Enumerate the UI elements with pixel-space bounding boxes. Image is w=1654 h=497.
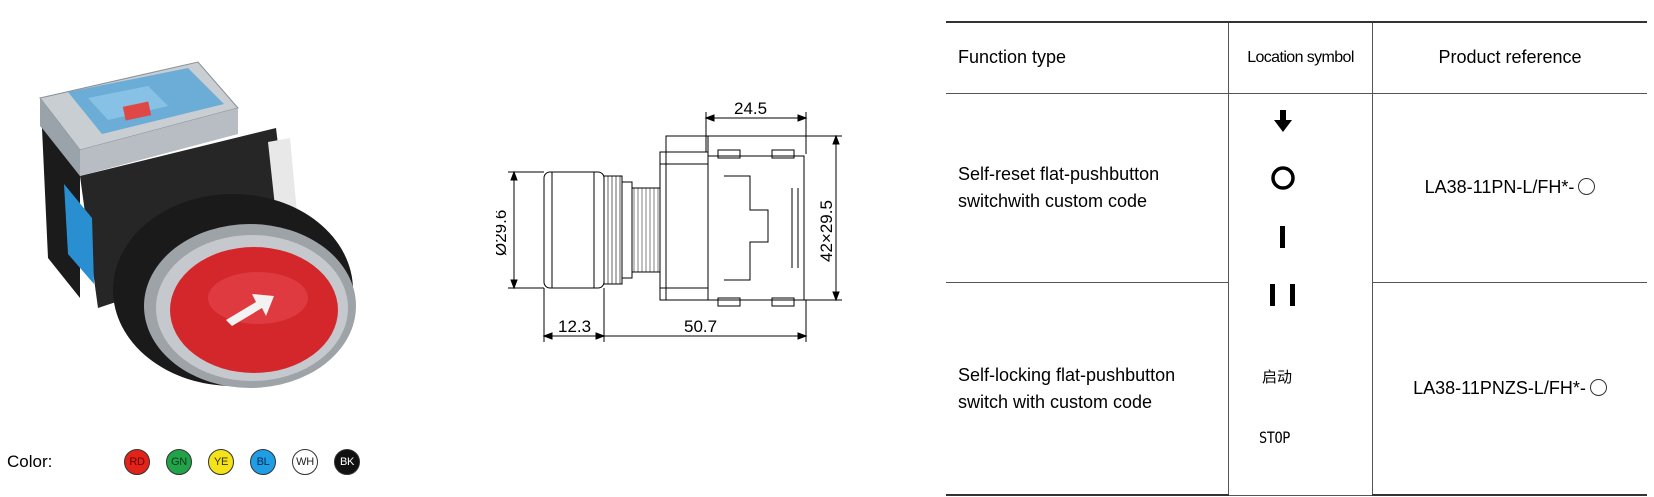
product-reference: LA38-11PNZS-L/FH*- [1413, 378, 1586, 399]
table-header-row: Function type Location symbol Product re… [946, 20, 1647, 94]
header-product-reference: Product reference [1372, 20, 1647, 94]
dim-diameter: Ø29.6 [496, 210, 510, 256]
color-swatch-bk: BK [334, 449, 360, 475]
color-swatch-bl: BL [250, 449, 276, 475]
dim-top-width: 24.5 [734, 99, 767, 118]
function-cell: Self-reset flat-pushbutton switchwith cu… [946, 93, 1229, 284]
color-swatch-rd: RD [124, 449, 150, 475]
table-row: Self-reset flat-pushbutton switchwith cu… [946, 93, 1647, 496]
color-swatch-gn: GN [166, 449, 192, 475]
product-photo [39, 61, 356, 388]
header-function-type: Function type [946, 20, 1229, 94]
arrow-down-icon [1274, 110, 1292, 132]
custom-code-circle-icon [1578, 178, 1596, 196]
color-swatches: RD GN YE BL WH BK [124, 449, 360, 475]
bar-one-icon [1280, 226, 1285, 248]
ring-o-icon [1271, 166, 1295, 190]
function-line: Self-locking flat-pushbutton [958, 364, 1176, 385]
custom-code-circle-icon [1589, 379, 1607, 397]
function-cell: Self-locking flat-pushbutton switch with… [946, 282, 1229, 497]
dimension-drawing: 24.5 Ø29.6 42×29.5 12.3 50.7 [496, 99, 842, 342]
header-location-symbol: Location symbol [1228, 20, 1373, 94]
symbol-start-text: 启动 [1262, 369, 1293, 386]
spec-table: Function type Location symbol Product re… [946, 20, 1647, 497]
dim-bezel-depth: 12.3 [558, 317, 591, 336]
dim-body-length: 50.7 [684, 317, 717, 336]
color-swatch-ye: YE [208, 449, 234, 475]
product-reference: LA38-11PN-L/FH*- [1424, 177, 1575, 198]
color-label: Color: [7, 452, 53, 471]
reference-cell: LA38-11PNZS-L/FH*- [1372, 282, 1647, 497]
function-line: switchwith custom code [958, 190, 1148, 211]
color-swatch-wh: WH [292, 449, 318, 475]
dim-side-size: 42×29.5 [817, 200, 836, 262]
function-line: Self-reset flat-pushbutton [958, 163, 1160, 184]
reference-cell: LA38-11PN-L/FH*- [1372, 93, 1647, 284]
location-symbol-cell [1228, 93, 1373, 496]
location-symbols [1270, 110, 1295, 306]
table-row: Self-locking flat-pushbutton switch with… [946, 282, 1647, 497]
function-line: switch with custom code [958, 391, 1153, 412]
symbol-stop-text: STOP [1259, 428, 1291, 447]
bar-two-icon [1270, 284, 1295, 306]
